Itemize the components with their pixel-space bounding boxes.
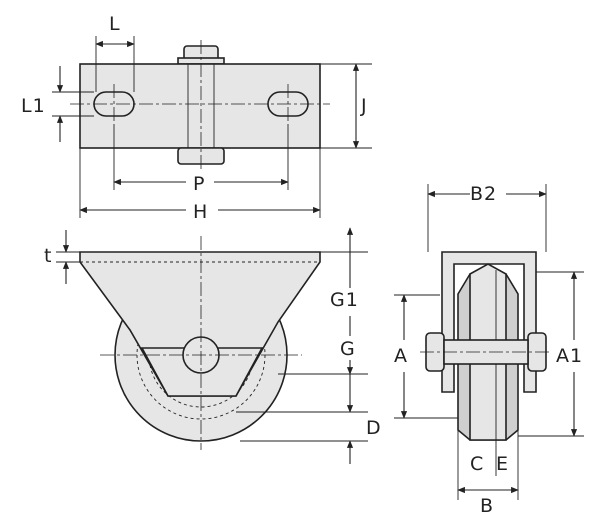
label-L1: L1 (21, 95, 46, 117)
label-E: E (496, 453, 509, 475)
label-G1: G1 (330, 289, 359, 311)
label-G: G (340, 338, 356, 360)
label-A1: A1 (556, 345, 583, 367)
label-C: C (470, 453, 484, 475)
label-B2: B2 (470, 183, 497, 205)
label-D: D (366, 417, 382, 439)
label-H: H (193, 201, 208, 223)
label-L: L (109, 13, 121, 35)
label-P: P (193, 173, 205, 195)
top-view: L L1 J P H (21, 13, 372, 223)
label-t: t (44, 245, 52, 267)
side-view: B2 A A1 C E B (394, 183, 584, 517)
label-B: B (480, 495, 494, 517)
label-J: J (360, 95, 368, 117)
label-A: A (394, 345, 408, 367)
side-view-bracket (441, 251, 537, 393)
front-view: t G1 G D (44, 227, 382, 464)
